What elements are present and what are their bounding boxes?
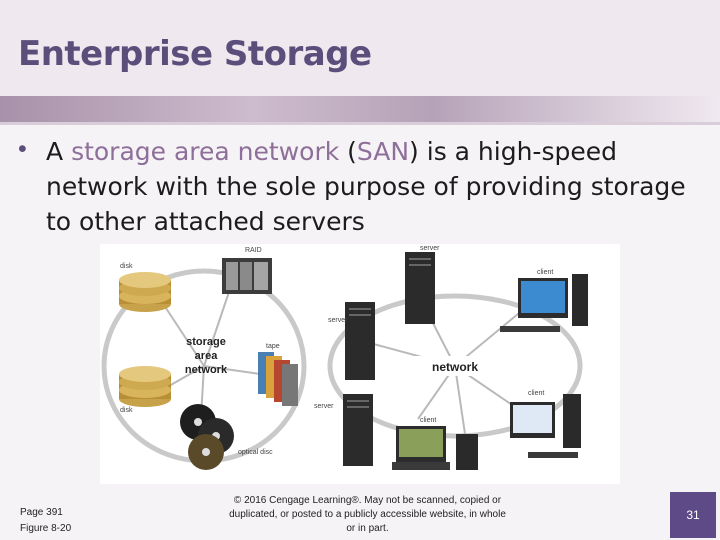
label-raid: RAID bbox=[245, 247, 262, 254]
client-bottom-mid bbox=[392, 426, 478, 470]
server-top bbox=[405, 252, 435, 324]
label-tape: tape bbox=[266, 343, 280, 350]
slide-header: Enterprise Storage bbox=[0, 0, 720, 96]
tape-cartridges bbox=[258, 352, 298, 406]
bullet-text-pre: A bbox=[46, 137, 72, 166]
disk-stack-bottom bbox=[119, 366, 171, 407]
network-ring bbox=[327, 293, 583, 439]
server-bottom bbox=[343, 394, 373, 466]
page-number-badge: 31 bbox=[670, 492, 716, 538]
optical-discs bbox=[180, 404, 234, 470]
header-band-shadow bbox=[0, 122, 720, 125]
label-server-mid: server bbox=[328, 317, 348, 324]
footer-copyright: © 2016 Cengage Learning®. May not be sca… bbox=[229, 495, 506, 534]
client-right bbox=[510, 394, 581, 458]
header-band bbox=[0, 96, 720, 122]
bullet-text-open: ( bbox=[339, 137, 357, 166]
label-optical: optical disc bbox=[238, 449, 273, 456]
raid-array bbox=[222, 258, 272, 294]
footer-reference: Page 391 Figure 8-20 bbox=[20, 505, 71, 537]
abbr-highlight: SAN bbox=[356, 137, 410, 166]
label-san-1: storage bbox=[186, 336, 226, 348]
label-san-3: network bbox=[185, 364, 228, 376]
label-network: network bbox=[432, 360, 478, 374]
san-diagram: disk RAID storage area network disk bbox=[101, 245, 588, 470]
server-mid bbox=[345, 302, 375, 380]
footer-page-ref: Page 391 bbox=[20, 507, 63, 518]
footer-figure-ref: Figure 8-20 bbox=[20, 523, 72, 534]
label-disk-top: disk bbox=[120, 263, 133, 270]
slide-title: Enterprise Storage bbox=[18, 34, 372, 74]
label-server-bottom: server bbox=[314, 403, 334, 410]
label-client-top: client bbox=[537, 269, 553, 276]
san-diagram-figure: disk RAID storage area network disk bbox=[100, 244, 620, 484]
label-san-2: area bbox=[195, 350, 219, 362]
label-client-right: client bbox=[528, 390, 544, 397]
term-highlight: storage area network bbox=[71, 137, 340, 166]
label-server-top: server bbox=[420, 245, 440, 252]
label-disk-bottom: disk bbox=[120, 407, 133, 414]
network-label-bg bbox=[415, 356, 495, 376]
label-client-bottom: client bbox=[420, 417, 436, 424]
bullet-text: A storage area network (SAN) is a high-s… bbox=[46, 134, 686, 239]
bullet-marker: • bbox=[18, 135, 27, 163]
disk-stack-top bbox=[119, 272, 171, 312]
client-top bbox=[500, 274, 588, 332]
bullet-text-post: ) is a high-speed network with the sole … bbox=[46, 137, 686, 236]
